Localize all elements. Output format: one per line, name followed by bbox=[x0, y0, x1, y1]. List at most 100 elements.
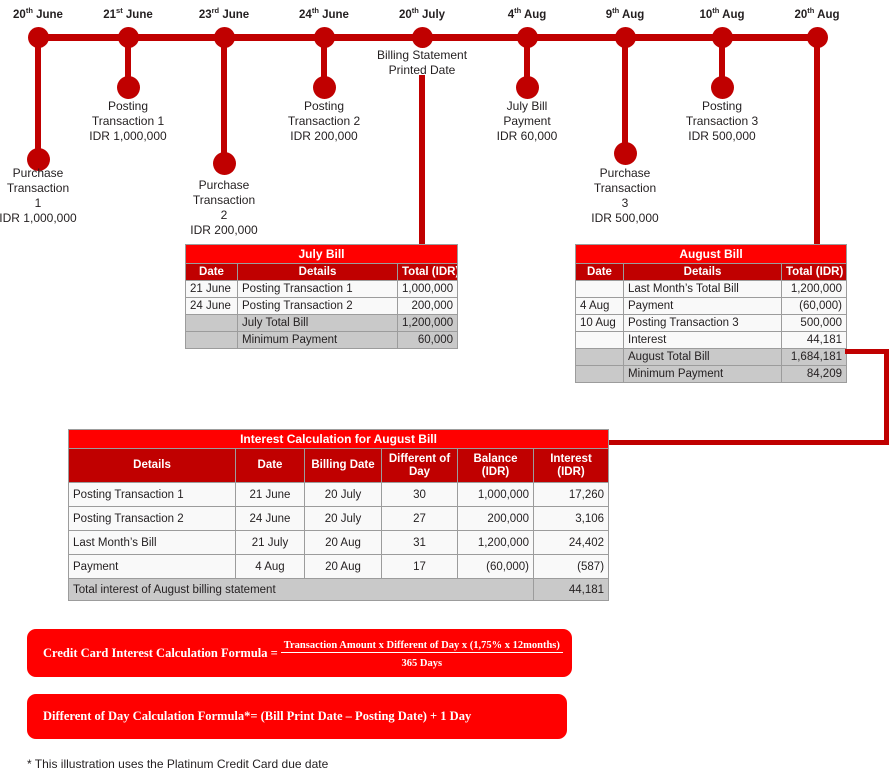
timeline-node-dot bbox=[517, 27, 538, 48]
timeline-event-label-line: Posting bbox=[701, 99, 743, 113]
formula-interest-label: Credit Card Interest Calculation Formula… bbox=[43, 645, 278, 660]
timeline-event-dot bbox=[26, 148, 50, 171]
timeline-event-stem bbox=[221, 42, 227, 156]
interest-calculation-table: Interest Calculation for August Bill Det… bbox=[67, 429, 610, 601]
timeline-event-label-line: IDR 500,000 bbox=[591, 211, 659, 225]
timeline-node-dot bbox=[807, 27, 828, 48]
table-cell: 200,000 bbox=[396, 297, 459, 315]
timeline-event-label-line: Printed Date bbox=[388, 63, 456, 77]
timeline-event-stem bbox=[622, 42, 628, 148]
table-cell: Last Month’s Total Bill bbox=[623, 280, 782, 298]
formula-different-of-day-label: Different of Day Calculation Formula*= (… bbox=[43, 709, 472, 723]
timeline-event-dot bbox=[212, 152, 236, 175]
formula-box-interest: Credit Card Interest Calculation Formula… bbox=[27, 629, 572, 677]
timeline-event-label-line: Purchase bbox=[12, 166, 64, 180]
timeline-event-label-line: Posting bbox=[303, 99, 345, 113]
timeline-node-dot bbox=[712, 27, 733, 48]
table-cell: (60,000) bbox=[781, 297, 847, 315]
connector-july-node-to-july-bill bbox=[419, 75, 425, 245]
timeline-event-label-line: July Bill bbox=[506, 99, 548, 113]
timeline-date-label: 24th June bbox=[299, 6, 349, 21]
column-header: Total (IDR) bbox=[396, 263, 459, 281]
timeline-event-label-line: Transaction 3 bbox=[685, 114, 759, 128]
july-bill-title: July Bill bbox=[184, 244, 459, 264]
timeline-event-label-line: Transaction 1 bbox=[91, 114, 165, 128]
table-cell: Payment bbox=[68, 554, 236, 579]
timeline-event-label-line: Billing Statement bbox=[376, 48, 468, 62]
interest-calc-total-label: Total interest of August billing stateme… bbox=[68, 578, 534, 601]
table-cell bbox=[185, 331, 238, 349]
timeline-event-label-line: IDR 500,000 bbox=[688, 129, 756, 143]
column-header: Date bbox=[235, 448, 305, 483]
timeline-node-dot bbox=[412, 27, 433, 48]
timeline-date-label: 4th Aug bbox=[507, 6, 547, 21]
timeline-date-label: 20th Aug bbox=[794, 6, 840, 21]
formula-box-different-of-day: Different of Day Calculation Formula*= (… bbox=[27, 694, 567, 739]
table-cell: 4 Aug bbox=[235, 554, 305, 579]
table-cell: 10 Aug bbox=[575, 314, 624, 332]
table-cell: 24 June bbox=[235, 506, 305, 531]
table-cell: 24,402 bbox=[532, 530, 610, 555]
footnote: * This illustration uses the Platinum Cr… bbox=[27, 757, 329, 771]
formula-interest-fraction: Transaction Amount x Different of Day x … bbox=[280, 635, 563, 671]
table-cell: 500,000 bbox=[781, 314, 847, 332]
timeline-event-label-line: Purchase bbox=[599, 166, 651, 180]
table-cell: 31 bbox=[381, 530, 458, 555]
table-cell: 1,000,000 bbox=[457, 482, 534, 507]
timeline-event-label-line: Purchase bbox=[198, 178, 250, 192]
timeline-node-dot bbox=[118, 27, 139, 48]
table-cell: Posting Transaction 3 bbox=[623, 314, 782, 332]
column-header: Balance (IDR) bbox=[457, 448, 534, 483]
timeline-event-stem bbox=[719, 42, 725, 80]
timeline-event-label-line: Transaction bbox=[192, 193, 256, 207]
table-cell: 21 June bbox=[185, 280, 238, 298]
interest-calc-table-wrap: Interest Calculation for August Bill Det… bbox=[67, 429, 610, 601]
table-cell: 21 July bbox=[235, 530, 305, 555]
table-cell: Posting Transaction 1 bbox=[237, 280, 398, 298]
connector-interest-vert bbox=[884, 349, 889, 445]
timeline-event-stem bbox=[524, 42, 530, 80]
table-cell: 1,200,000 bbox=[781, 280, 847, 298]
timeline-event-stem bbox=[35, 42, 41, 152]
table-cell: 1,000,000 bbox=[396, 280, 459, 298]
timeline-event-label-line: Transaction 2 bbox=[287, 114, 361, 128]
table-cell: 60,000 bbox=[396, 331, 459, 349]
timeline-event-label-line: 2 bbox=[220, 208, 228, 222]
timeline-node-dot bbox=[314, 27, 335, 48]
table-cell: 1,684,181 bbox=[781, 348, 847, 366]
table-cell: 44,181 bbox=[781, 331, 847, 349]
table-cell: 20 Aug bbox=[304, 530, 382, 555]
table-cell: 17 bbox=[381, 554, 458, 579]
table-cell bbox=[575, 365, 624, 383]
column-header: Different of Day bbox=[381, 448, 458, 483]
table-cell: 30 bbox=[381, 482, 458, 507]
table-cell bbox=[575, 348, 624, 366]
table-cell: (60,000) bbox=[457, 554, 534, 579]
timeline-node-dot bbox=[214, 27, 235, 48]
timeline-event-label-line: 1 bbox=[34, 196, 42, 210]
formula-interest-numerator: Transaction Amount x Different of Day x … bbox=[280, 640, 563, 653]
table-cell: July Total Bill bbox=[237, 314, 398, 332]
timeline-event-dot bbox=[613, 142, 637, 165]
timeline-event-label-line: IDR 60,000 bbox=[496, 129, 558, 143]
table-cell: Interest bbox=[623, 331, 782, 349]
